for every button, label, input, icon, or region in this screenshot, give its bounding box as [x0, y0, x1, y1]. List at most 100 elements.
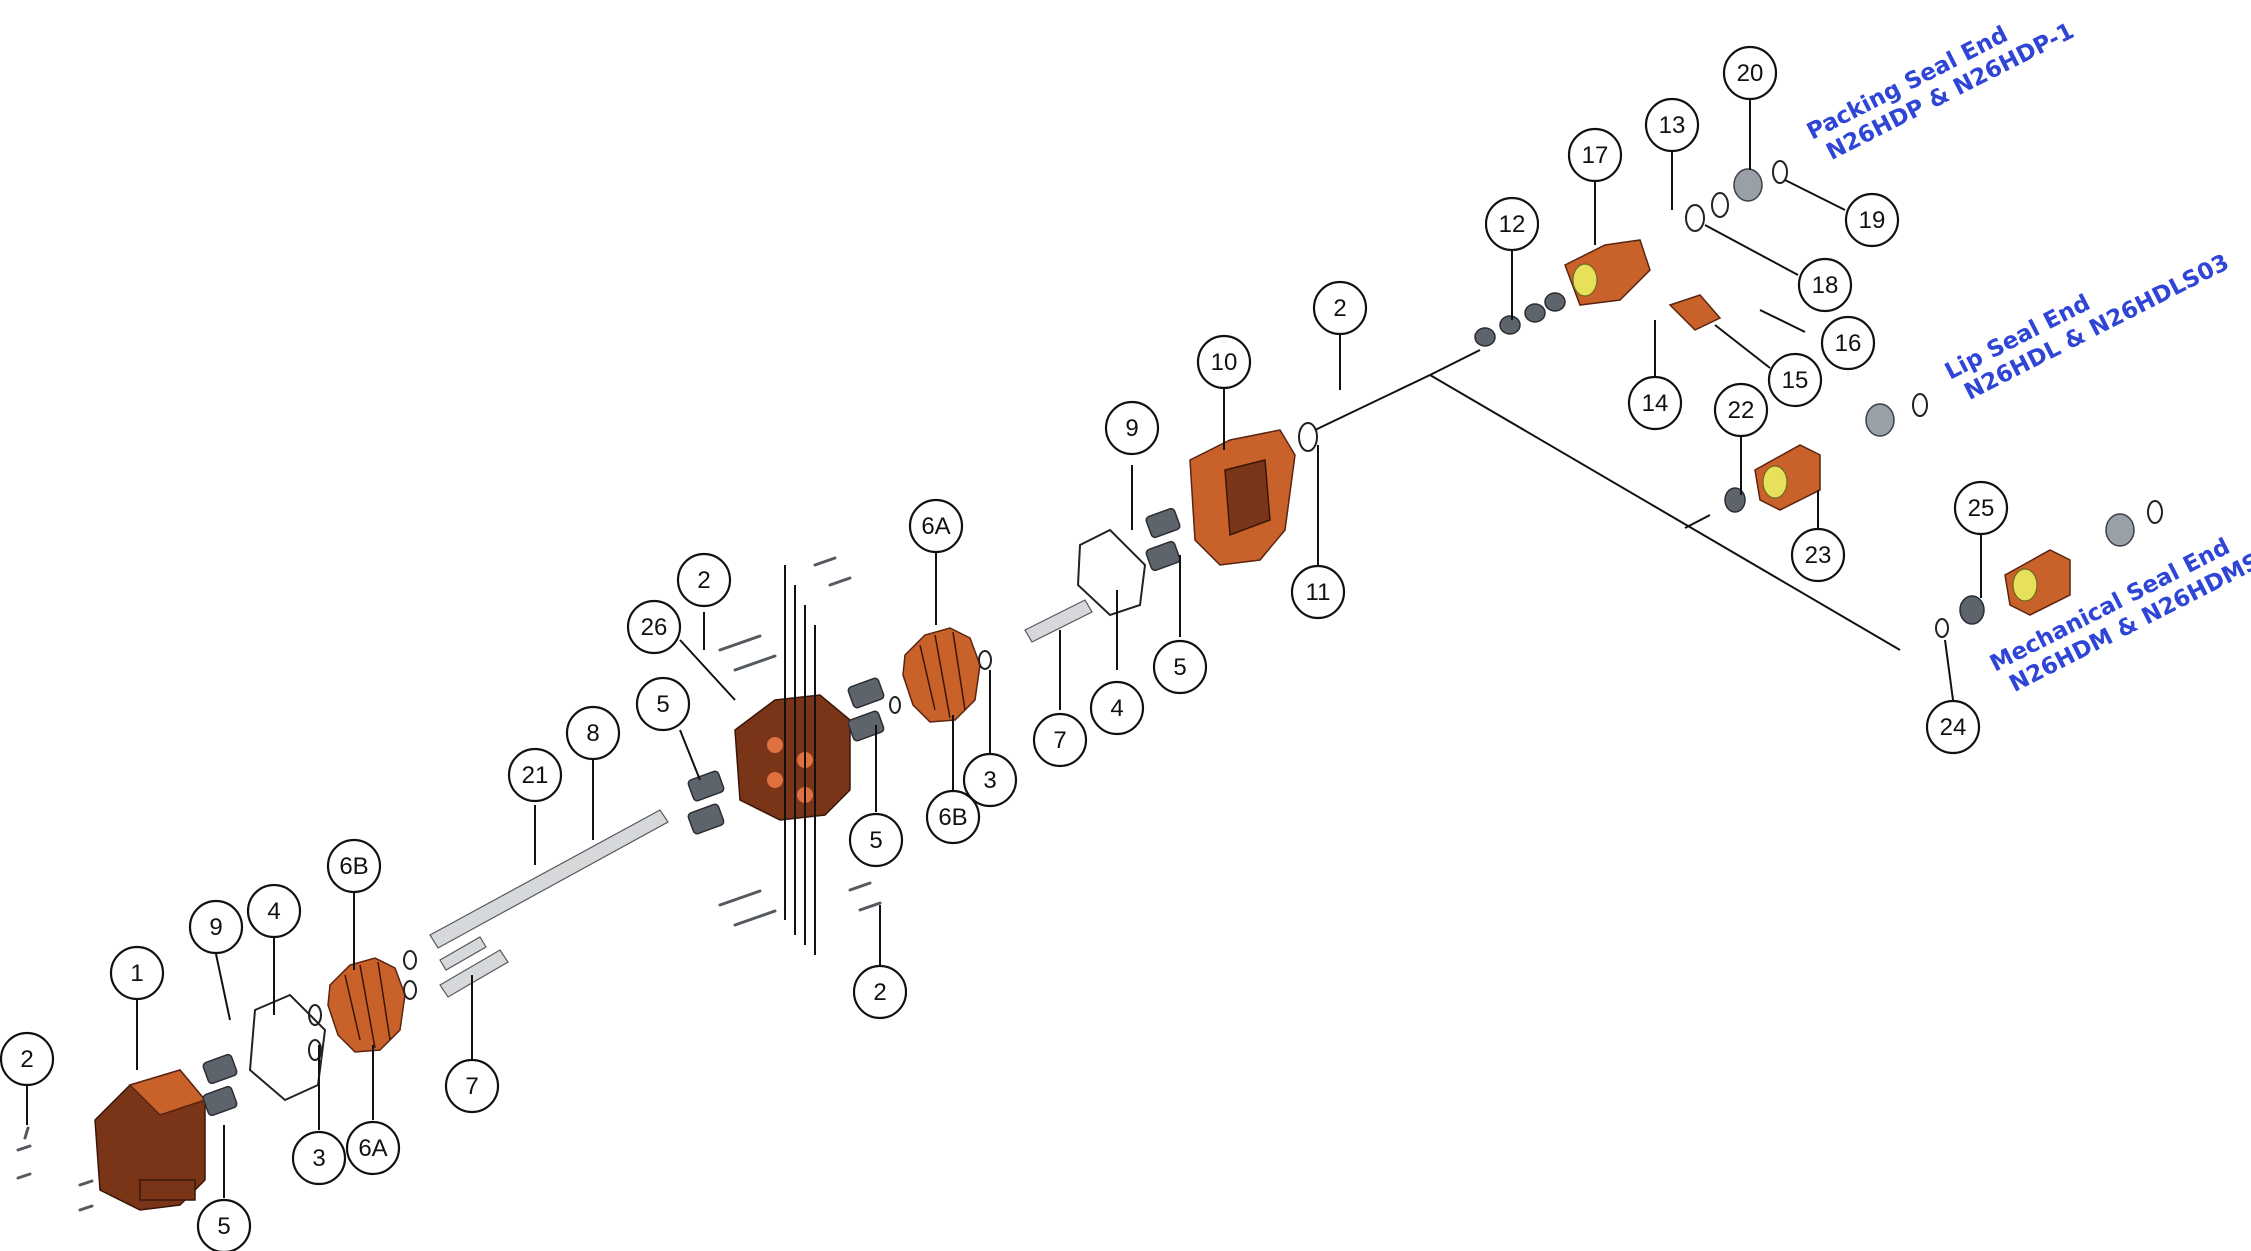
svg-text:9: 9: [1125, 415, 1138, 442]
part-gear-center: [902, 627, 992, 723]
svg-text:13: 13: [1659, 112, 1686, 139]
svg-text:6B: 6B: [938, 804, 967, 831]
leader-lines: [26, 100, 1982, 1198]
svg-text:1: 1: [130, 960, 143, 987]
part-gland-15: [1668, 294, 1722, 331]
callout-17: 17: [1567, 127, 1623, 183]
callout-18: 18: [1797, 257, 1853, 313]
svg-text:26: 26: [641, 614, 668, 641]
svg-text:8: 8: [586, 720, 599, 747]
part-orings-left: [308, 1004, 322, 1061]
svg-text:2: 2: [873, 979, 886, 1006]
callout-6a: 6A: [345, 1120, 401, 1176]
part-bushings-center: [847, 677, 901, 742]
part-bearing-20: [1733, 168, 1763, 202]
callout-3: 3: [962, 752, 1018, 808]
lip-seal-label: Lip Seal End N26HDL & N26HDLS03: [1941, 250, 2233, 406]
svg-text:14: 14: [1642, 390, 1669, 417]
callout-5: 5: [635, 676, 691, 732]
part-tie-rods: [718, 556, 882, 955]
callout-4: 4: [1089, 680, 1145, 736]
callout-16: 16: [1820, 315, 1876, 371]
svg-text:25: 25: [1968, 495, 1995, 522]
parts-layer: [16, 160, 2163, 1212]
svg-text:5: 5: [656, 691, 669, 718]
svg-text:2: 2: [697, 567, 710, 594]
callout-2: 2: [676, 552, 732, 608]
callout-3: 3: [291, 1130, 347, 1186]
svg-text:7: 7: [465, 1073, 478, 1100]
svg-text:6A: 6A: [921, 513, 950, 540]
callout-14: 14: [1627, 375, 1683, 431]
svg-text:22: 22: [1728, 397, 1755, 424]
callout-13: 13: [1644, 97, 1700, 153]
svg-text:5: 5: [217, 1213, 230, 1240]
svg-text:11: 11: [1306, 579, 1331, 606]
callout-6b: 6B: [326, 838, 382, 894]
callout-12: 12: [1484, 196, 1540, 252]
part-bushings-right: [1145, 507, 1181, 572]
callouts: 2 1 5 9 4 3 6B 6A 7 21 8: [0, 45, 2009, 1251]
callout-25: 25: [1953, 480, 2009, 536]
seal-branch-lines: [1314, 349, 1901, 651]
callout-5: 5: [196, 1198, 252, 1251]
part-shafts: [403, 809, 669, 1000]
svg-text:12: 12: [1499, 211, 1526, 238]
part-seal-housing-17: [1564, 239, 1651, 306]
part-bolts-left: [16, 1126, 94, 1212]
part-snap-ring: [1711, 192, 1729, 218]
packing-seal-label: Packing Seal End N26HDP & N26HDP-1: [1803, 18, 2078, 166]
callout-5: 5: [848, 812, 904, 868]
callout-2: 2: [0, 1031, 55, 1087]
callout-9: 9: [188, 899, 244, 955]
svg-text:18: 18: [1812, 272, 1839, 299]
svg-text:9: 9: [209, 914, 222, 941]
svg-text:23: 23: [1805, 542, 1832, 569]
svg-text:10: 10: [1211, 349, 1238, 376]
svg-text:5: 5: [1173, 654, 1186, 681]
svg-text:2: 2: [20, 1046, 33, 1073]
part-bushings-left: [202, 1053, 238, 1117]
part-packing-rings: [1474, 292, 1566, 347]
part-gear-left: [327, 957, 406, 1053]
svg-text:24: 24: [1940, 714, 1967, 741]
callout-4: 4: [246, 883, 302, 939]
part-ring-18: [1685, 204, 1705, 232]
callout-6a: 6A: [908, 498, 964, 554]
part-mech-seal-assembly: [1935, 500, 2163, 638]
callout-6b: 6B: [925, 789, 981, 845]
callout-1: 1: [109, 945, 165, 1001]
svg-text:19: 19: [1859, 207, 1886, 234]
svg-text:3: 3: [983, 767, 996, 794]
part-bushings-center-left: [687, 770, 725, 835]
svg-text:5: 5: [869, 827, 882, 854]
callout-10: 10: [1196, 334, 1252, 390]
svg-text:4: 4: [267, 898, 280, 925]
callout-20: 20: [1722, 45, 1778, 101]
callout-9: 9: [1104, 400, 1160, 456]
callout-2: 2: [852, 964, 908, 1020]
callout-11: 11: [1290, 564, 1346, 620]
part-oring-11: [1298, 422, 1318, 452]
svg-text:3: 3: [312, 1145, 325, 1172]
svg-text:7: 7: [1053, 727, 1066, 754]
svg-text:20: 20: [1737, 60, 1764, 87]
callout-7: 7: [444, 1058, 500, 1114]
part-center-body: [734, 694, 851, 821]
part-end-housing: [94, 1069, 207, 1211]
svg-text:16: 16: [1835, 330, 1862, 357]
part-ring-19: [1772, 160, 1788, 184]
callout-7: 7: [1032, 712, 1088, 768]
svg-text:15: 15: [1782, 367, 1809, 394]
callout-21: 21: [507, 747, 563, 803]
svg-text:4: 4: [1110, 695, 1123, 722]
callout-24: 24: [1925, 699, 1981, 755]
svg-text:2: 2: [1333, 295, 1346, 322]
callout-2: 2: [1312, 280, 1368, 336]
callout-19: 19: [1844, 192, 1900, 248]
part-shaft-center: [1024, 599, 1093, 643]
part-gasket-left: [248, 993, 327, 1102]
callout-8: 8: [565, 705, 621, 761]
svg-text:21: 21: [522, 762, 549, 789]
svg-text:6A: 6A: [358, 1135, 387, 1162]
